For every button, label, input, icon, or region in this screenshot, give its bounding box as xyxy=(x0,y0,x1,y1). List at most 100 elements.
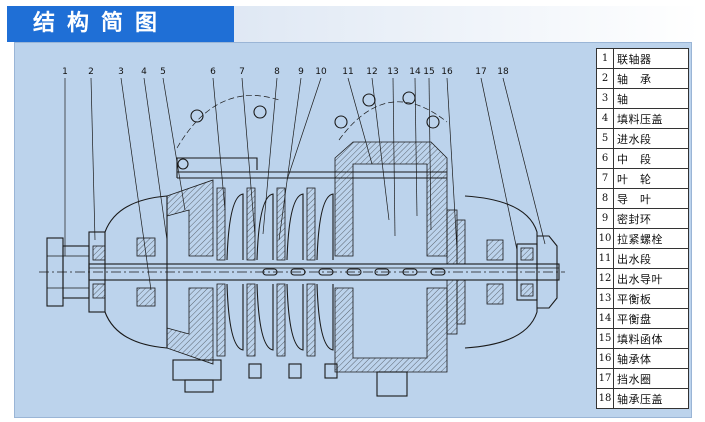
legend-number: 1 xyxy=(596,48,614,69)
legend-part-name: 挡水圈 xyxy=(613,368,689,389)
legend-number: 15 xyxy=(596,328,614,349)
legend-number: 11 xyxy=(596,248,614,269)
legend-number: 13 xyxy=(596,288,614,309)
support-foot xyxy=(288,363,302,379)
legend-part-name: 导 叶 xyxy=(613,188,689,209)
impeller-vane xyxy=(226,283,244,351)
support-foot xyxy=(324,363,338,379)
callout-number: 2 xyxy=(88,67,94,77)
legend-number: 16 xyxy=(596,348,614,369)
legend-number: 6 xyxy=(596,148,614,169)
impeller-vane xyxy=(226,193,244,261)
suction-flange-bolt xyxy=(253,105,267,119)
callout-number: 5 xyxy=(160,67,166,77)
shaft xyxy=(88,263,560,281)
stage-casing-section xyxy=(306,283,316,357)
page-title: 结构简图 xyxy=(33,11,170,36)
callout-leader-line xyxy=(262,77,278,235)
callout-leaders xyxy=(64,77,546,291)
stage-casing-section xyxy=(276,283,286,357)
impeller-key xyxy=(402,268,418,276)
callout-number: 15 xyxy=(423,67,434,77)
callout-number: 9 xyxy=(298,67,304,77)
discharge-flange-bolt xyxy=(362,93,376,107)
suction-casing xyxy=(166,157,258,393)
impeller-key xyxy=(346,268,362,276)
callout-number: 13 xyxy=(387,67,398,77)
legend-part-name: 轴 xyxy=(613,88,689,109)
legend-part-name: 密封环 xyxy=(613,208,689,229)
legend-part-name: 联轴器 xyxy=(613,48,689,69)
impeller-key xyxy=(290,268,306,276)
legend-number: 4 xyxy=(596,108,614,129)
callout-number: 16 xyxy=(441,67,453,77)
callout-number: 3 xyxy=(118,67,124,77)
callout-number: 12 xyxy=(366,67,377,77)
callout-number: 10 xyxy=(315,67,327,77)
legend-part-name: 进水段 xyxy=(613,128,689,149)
legend-number: 10 xyxy=(596,228,614,249)
legend-part-name: 轴承压盖 xyxy=(613,388,689,409)
callout-number: 11 xyxy=(342,67,353,77)
legend-number: 17 xyxy=(596,368,614,389)
legend-part-name: 平衡盘 xyxy=(613,308,689,329)
legend-number: 7 xyxy=(596,168,614,189)
discharge-casing xyxy=(334,141,448,397)
stage-casing-section xyxy=(246,283,256,357)
right-bearing-housing xyxy=(464,195,558,349)
impeller-vane xyxy=(286,193,304,261)
stage-casing-section xyxy=(276,187,286,261)
discharge-flange-bolt xyxy=(402,91,416,105)
callout-leader-line xyxy=(90,77,96,241)
pump-stages xyxy=(216,187,446,357)
suction-flange-bolt xyxy=(190,109,204,123)
impeller-vane xyxy=(286,283,304,351)
legend-number: 5 xyxy=(596,128,614,149)
callout-number: 4 xyxy=(141,67,147,77)
callout-leader-line xyxy=(143,77,168,241)
legend-number: 9 xyxy=(596,208,614,229)
legend-number: 2 xyxy=(596,68,614,89)
stage-casing-section xyxy=(306,187,316,261)
callout-number: 18 xyxy=(497,67,509,77)
legend-part-name: 平衡板 xyxy=(613,288,689,309)
legend-number: 18 xyxy=(596,388,614,409)
stage-casing-section xyxy=(216,187,226,261)
legend-part-name: 叶 轮 xyxy=(613,168,689,189)
callout-number: 6 xyxy=(210,67,216,77)
legend-number: 8 xyxy=(596,188,614,209)
callout-number: 7 xyxy=(239,67,245,77)
callout-leader-line xyxy=(286,77,322,181)
callout-number: 1 xyxy=(62,67,68,77)
callout-number: 17 xyxy=(475,67,486,77)
impeller-vane xyxy=(256,283,274,351)
impeller-key xyxy=(262,268,278,276)
legend-part-name: 出水导叶 xyxy=(613,268,689,289)
impeller-key xyxy=(374,268,390,276)
callout-number: 14 xyxy=(409,67,421,77)
stage-casing-section xyxy=(246,187,256,261)
discharge-flange-bolt xyxy=(334,115,348,129)
stage-casing-section xyxy=(216,283,226,357)
banner-fade-strip xyxy=(234,6,700,42)
callout-leader-line xyxy=(120,77,152,291)
impeller-vane xyxy=(316,283,334,351)
title-banner: 结构简图 xyxy=(7,6,234,42)
callout-leader-line xyxy=(162,77,186,211)
left-bearing-housing xyxy=(88,195,168,349)
